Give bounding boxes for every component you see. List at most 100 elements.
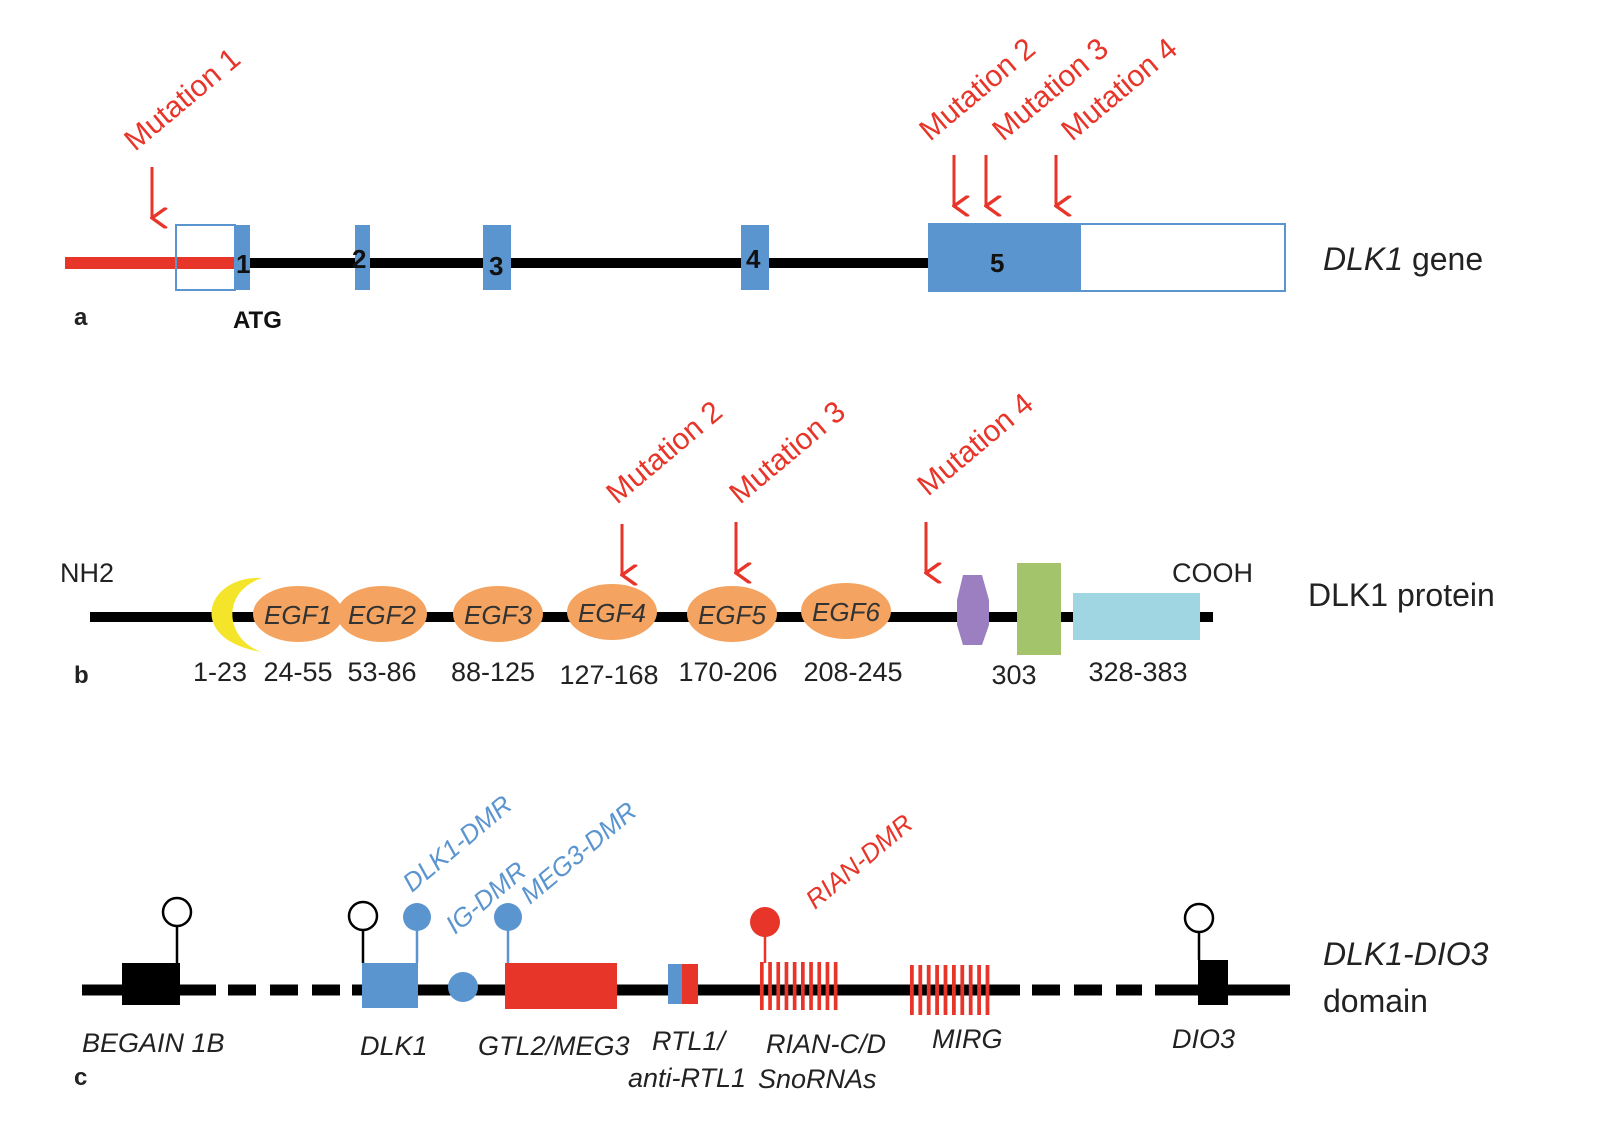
unmethylated-lollipop-icon xyxy=(1183,902,1215,934)
rian-snorna-cluster xyxy=(760,962,838,1010)
egf-domain xyxy=(801,583,891,639)
meg3-gene xyxy=(505,963,617,1009)
range-label: 127-168 xyxy=(559,660,658,690)
range-label: 208-245 xyxy=(803,657,902,687)
dio3-gene xyxy=(1198,960,1228,1005)
egf-domain xyxy=(453,586,543,642)
snorna-stripe xyxy=(926,965,931,1015)
exon-label: 1 xyxy=(236,249,250,279)
snorna-stripe xyxy=(825,962,830,1010)
snorna-stripe xyxy=(809,962,813,1010)
mutation-label: Mutation 4 xyxy=(911,387,1040,502)
range-label: 24-55 xyxy=(263,657,332,687)
gene-label: RIAN-C/D xyxy=(766,1029,886,1059)
transmembrane-domain xyxy=(1017,563,1061,655)
snorna-stripe xyxy=(952,965,956,1015)
snorna-stripe xyxy=(760,962,764,1010)
mutation-label: Mutation 2 xyxy=(600,395,729,510)
begain-gene xyxy=(122,963,180,1005)
panel-b-protein: EGF1 EGF2 EGF3 EGF4 EGF5 EGF6 1-23 24-55… xyxy=(60,387,1495,690)
panel-letter: a xyxy=(74,304,88,331)
snorna-stripe xyxy=(910,965,914,1015)
snorna-stripe xyxy=(784,962,789,1010)
dlk1-gene xyxy=(362,963,418,1008)
dmr-label: IG-DMR xyxy=(440,855,532,939)
range-label: 1-23 xyxy=(193,657,247,687)
methylated-lollipop-icon xyxy=(750,907,780,937)
unmethylated-lollipop-icon xyxy=(161,896,193,928)
rtl1-gene xyxy=(668,964,682,1004)
snorna-stripe xyxy=(801,962,805,1010)
cytoplasmic-domain xyxy=(1073,593,1200,640)
exon-label: 3 xyxy=(489,251,503,281)
utr-3 xyxy=(1079,223,1286,292)
atg-label: ATG xyxy=(233,307,282,334)
cleavage-site xyxy=(957,575,989,645)
snorna-stripe xyxy=(943,965,948,1015)
dmr-label: RIAN-DMR xyxy=(800,808,919,915)
mutation-label: Mutation 3 xyxy=(723,395,852,510)
gene-label: SnoRNAs xyxy=(758,1064,877,1094)
egf-domain xyxy=(567,584,657,640)
snorna-stripe xyxy=(935,965,939,1015)
panel-letter: c xyxy=(74,1064,87,1091)
range-label: 53-86 xyxy=(347,657,416,687)
range-label: 88-125 xyxy=(451,657,535,687)
egf-label: EGF6 xyxy=(812,597,880,627)
snorna-stripe xyxy=(977,965,981,1015)
snorna-stripe xyxy=(817,962,822,1010)
egf-domain xyxy=(687,586,777,642)
panel-a-gene: 1 2 3 4 5 ATG a DLK1 gene Mutation 1 Mut… xyxy=(65,32,1483,334)
gene-label: MIRG xyxy=(932,1024,1003,1054)
domain-title-line1: DLK1-DIO3 xyxy=(1323,936,1489,972)
gene-label: RTL1/ xyxy=(652,1026,728,1056)
gene-label: anti-RTL1 xyxy=(628,1063,746,1093)
exon-2 xyxy=(355,225,370,290)
gene-title: DLK1 gene xyxy=(1323,241,1483,277)
signal-peptide xyxy=(211,577,262,652)
gene-label: DLK1 xyxy=(360,1031,428,1061)
snorna-stripe xyxy=(968,965,973,1015)
unmethylated-lollipop-icon xyxy=(347,900,379,932)
snorna-stripe xyxy=(918,965,923,1015)
exon-label: 4 xyxy=(746,244,761,274)
snorna-stripe xyxy=(833,962,838,1010)
range-label: 170-206 xyxy=(678,657,777,687)
panel-c-domain: DLK1-DMR IG-DMR MEG3-DMR RIAN-DMR BEGAIN… xyxy=(74,789,1489,1094)
mirg-cluster xyxy=(910,965,990,1015)
snorna-stripe xyxy=(776,962,781,1010)
exon-label: 5 xyxy=(990,248,1004,278)
exon-label: 2 xyxy=(352,244,366,274)
gene-label: DIO3 xyxy=(1172,1024,1235,1054)
exon-3 xyxy=(483,225,511,290)
exon-1 xyxy=(235,225,250,290)
egf-label: EGF5 xyxy=(698,600,766,630)
egf-label: EGF1 xyxy=(264,600,332,630)
gene-label: GTL2/MEG3 xyxy=(478,1031,630,1061)
mutation-label: Mutation 1 xyxy=(118,42,247,157)
egf-label: EGF2 xyxy=(348,600,416,630)
exon-5 xyxy=(928,223,1080,292)
range-label: 328-383 xyxy=(1088,657,1187,687)
egf-label: EGF4 xyxy=(578,598,646,628)
range-label: 303 xyxy=(991,660,1036,690)
gene-label: BEGAIN 1B xyxy=(82,1028,225,1058)
ig-dmr-marker xyxy=(448,972,478,1002)
snorna-stripe xyxy=(985,965,990,1015)
methylated-lollipop-icon xyxy=(403,903,431,931)
exon-4 xyxy=(741,225,769,290)
domain-title-line2: domain xyxy=(1323,983,1428,1019)
nh2-label: NH2 xyxy=(60,558,114,588)
dmr-label: MEG3-DMR xyxy=(515,796,643,910)
snorna-stripe xyxy=(960,965,965,1015)
methylated-lollipop-icon xyxy=(494,903,522,931)
anti-rtl1-gene xyxy=(682,964,698,1004)
snorna-stripe xyxy=(792,962,797,1010)
egf-domain xyxy=(253,586,343,642)
snorna-stripe xyxy=(768,962,772,1010)
protein-title: DLK1 protein xyxy=(1308,577,1495,613)
egf-domain xyxy=(337,586,427,642)
cooh-label: COOH xyxy=(1172,558,1253,588)
panel-letter: b xyxy=(74,662,89,689)
